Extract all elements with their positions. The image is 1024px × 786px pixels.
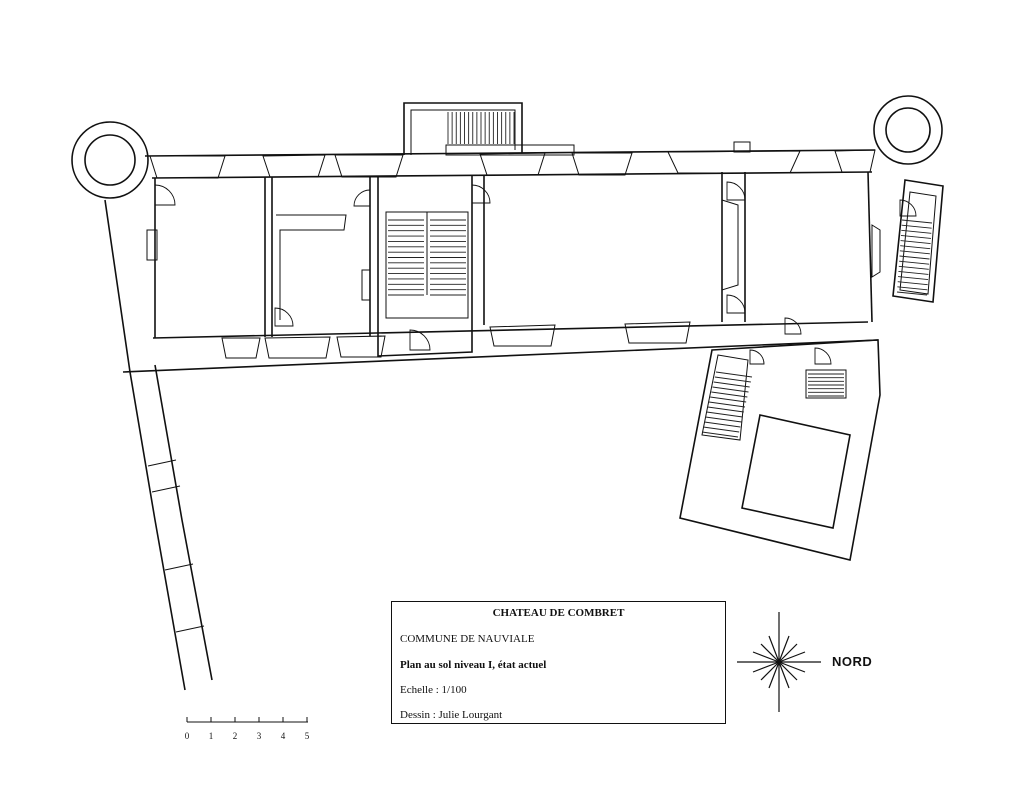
room-west [146,177,266,338]
compass-rose [737,612,821,712]
tower-east [873,95,943,165]
room-east [744,171,881,323]
scale-tick-2: 2 [232,731,238,741]
commune-label: COMMUNE DE NAUVIALE [400,633,535,645]
stair-porch [403,102,575,156]
scale-tick-1: 1 [208,731,214,741]
room-great-hall [483,141,751,325]
scale-tick-5: 5 [304,731,310,741]
plan-label: Plan au sol niveau I, état actuel [400,659,547,671]
north-label: NORD [832,654,873,669]
main-wall-outer [122,149,879,373]
scale-bar [186,717,308,723]
stair-east [892,179,944,303]
scale-tick-3: 3 [256,731,262,741]
facade-windows [149,149,876,359]
title-block: CHATEAU DE COMBRET COMMUNE DE NAUVIALE P… [391,601,726,724]
scale-tick-0: 0 [184,731,190,741]
stair-main [377,176,473,357]
wing-southeast [679,339,881,561]
tower-west [71,121,149,199]
wall-west-south [104,199,213,691]
author-label: Dessin : Julie Lourgant [400,709,503,721]
scale-tick-4: 4 [280,731,286,741]
doors [154,181,917,365]
drawing-title: CHATEAU DE COMBRET [492,607,625,619]
scale-label: Echelle : 1/100 [400,684,467,696]
